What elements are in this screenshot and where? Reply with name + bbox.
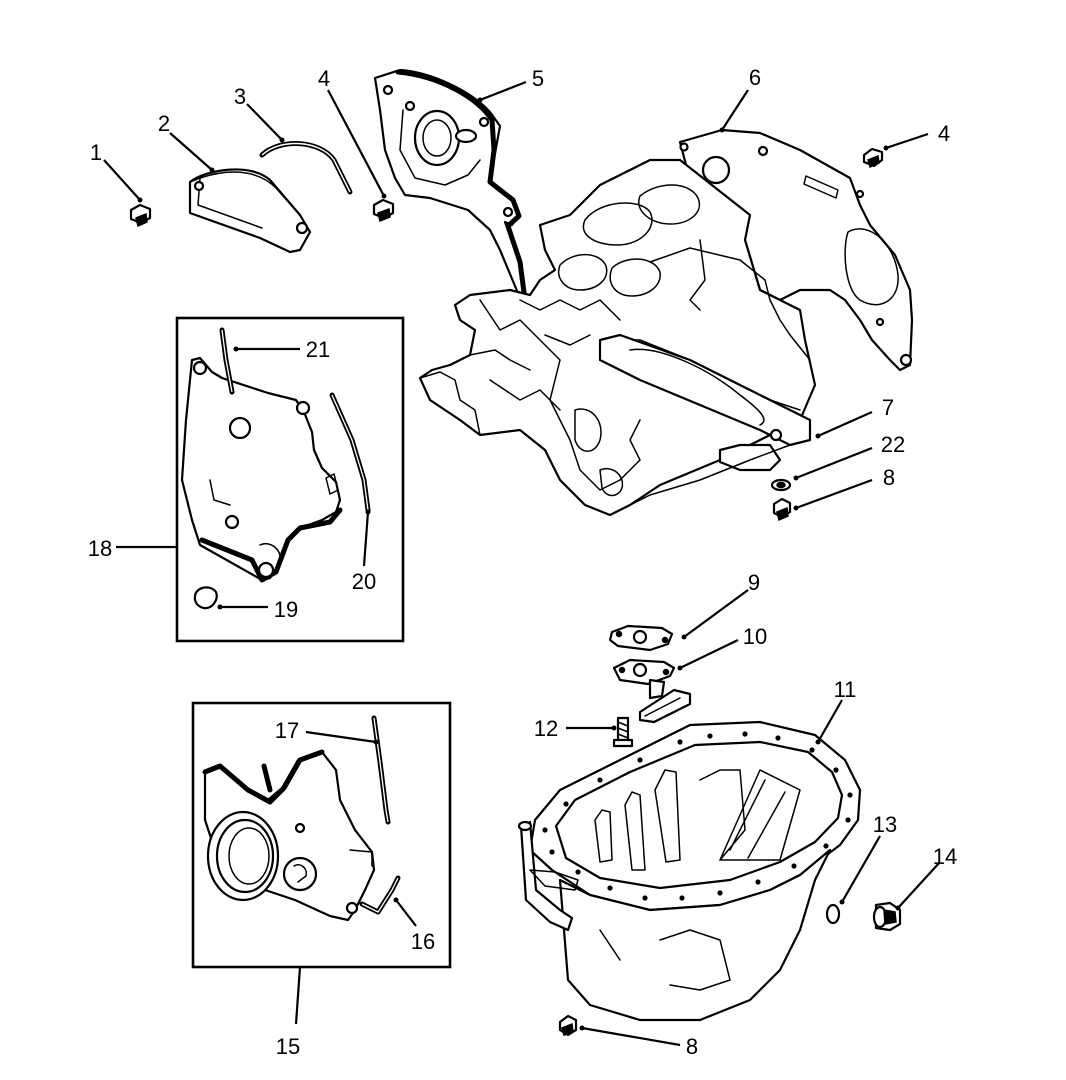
leader-15 bbox=[294, 966, 302, 1025]
leader-11 bbox=[817, 699, 843, 743]
leader-5 bbox=[479, 80, 527, 102]
leader-20 bbox=[362, 511, 370, 567]
part-11-oil-pan bbox=[517, 720, 862, 1022]
callout-15: 15 bbox=[276, 1034, 300, 1059]
callout-8-lower: 8 bbox=[686, 1034, 698, 1059]
part-14-drain-plug bbox=[872, 901, 902, 932]
part-12-bolt bbox=[612, 716, 634, 748]
pan-flange-holes bbox=[542, 731, 853, 901]
leader-9 bbox=[683, 589, 749, 638]
part-3-seal-strip bbox=[259, 141, 353, 195]
callout-6: 6 bbox=[749, 65, 761, 90]
leader-8b bbox=[581, 1026, 681, 1047]
callout-2: 2 bbox=[158, 111, 170, 136]
callout-4-right: 4 bbox=[938, 121, 950, 146]
part-2-cover-cap bbox=[188, 168, 312, 254]
callout-17: 17 bbox=[275, 718, 299, 743]
callout-19: 19 bbox=[274, 597, 298, 622]
part-8-bolt-upper bbox=[772, 497, 792, 522]
box-18-front-cover-assembly bbox=[175, 316, 405, 643]
leader-dots bbox=[137, 97, 901, 1031]
callout-8-upper: 8 bbox=[883, 465, 895, 490]
callout-5: 5 bbox=[532, 66, 544, 91]
callout-22: 22 bbox=[881, 432, 905, 457]
callout-7: 7 bbox=[882, 395, 894, 420]
leader-1 bbox=[103, 159, 141, 201]
callout-11: 11 bbox=[834, 677, 857, 702]
leader-4a bbox=[327, 89, 385, 197]
callout-10: 10 bbox=[743, 624, 767, 649]
callout-13: 13 bbox=[873, 812, 897, 837]
callout-9: 9 bbox=[748, 570, 760, 595]
callout-18: 18 bbox=[88, 536, 112, 561]
leader-lines bbox=[103, 80, 941, 1047]
leader-7 bbox=[817, 410, 873, 438]
callout-3: 3 bbox=[234, 84, 246, 109]
leader-4b bbox=[885, 132, 929, 150]
box-15-timing-cover-assembly bbox=[191, 701, 452, 969]
callout-1: 1 bbox=[90, 140, 102, 165]
callout-12: 12 bbox=[534, 716, 558, 741]
callout-21: 21 bbox=[306, 337, 330, 362]
callout-4-left: 4 bbox=[318, 66, 330, 91]
leader-10 bbox=[679, 639, 739, 669]
callout-20: 20 bbox=[352, 569, 376, 594]
part-4-bolt-right bbox=[862, 147, 884, 169]
callout-labels: 1 2 3 4 5 6 4 7 22 8 21 18 20 19 9 10 11… bbox=[88, 65, 957, 1059]
leader-16 bbox=[395, 899, 417, 927]
part-10-oil-strainer bbox=[612, 658, 692, 724]
part-9-gasket bbox=[608, 624, 674, 652]
part-22-washer bbox=[770, 478, 792, 492]
callout-16: 16 bbox=[411, 929, 435, 954]
leader-17 bbox=[305, 730, 377, 744]
leader-2 bbox=[169, 132, 213, 171]
callout-14: 14 bbox=[933, 844, 957, 869]
leader-3 bbox=[246, 103, 283, 141]
part-5-back-cover bbox=[373, 68, 528, 303]
leader-14 bbox=[897, 861, 941, 909]
part-1-bolt bbox=[129, 203, 152, 228]
leader-8a bbox=[795, 478, 873, 510]
part-4-bolt-left bbox=[372, 198, 395, 223]
part-6-engine-block bbox=[418, 128, 914, 517]
leader-13 bbox=[841, 835, 881, 903]
leader-6 bbox=[721, 89, 749, 131]
part-8-bolt-lower bbox=[558, 1014, 578, 1037]
part-13-drain-gasket bbox=[825, 903, 841, 925]
leader-22 bbox=[795, 446, 873, 480]
